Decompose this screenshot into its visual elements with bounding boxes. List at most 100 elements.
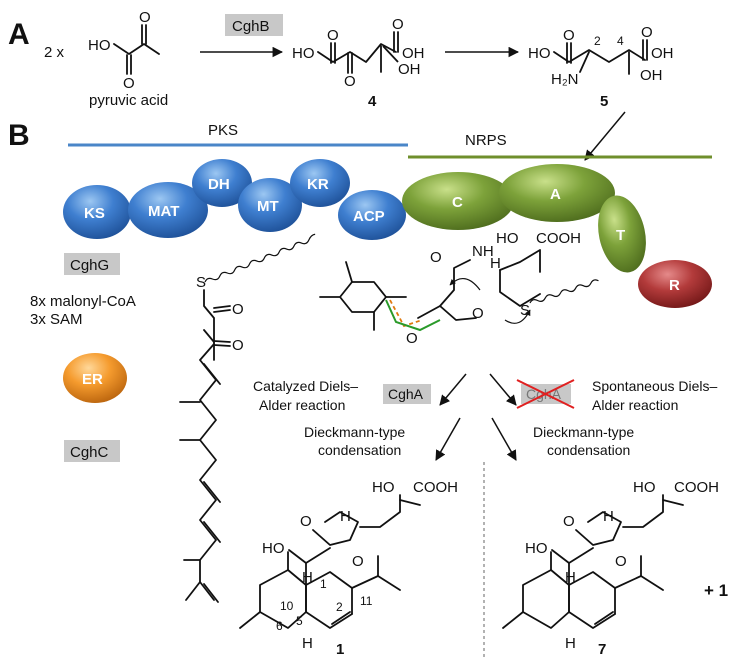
svg-text:H: H [302,569,313,586]
domain-acp: ACP [338,190,406,240]
domain-t: T [598,195,646,273]
dieckmann-left-line2: condensation [318,442,401,458]
svg-text:H: H [565,569,576,586]
svg-text:HO: HO [528,45,551,62]
nrps-label: NRPS [465,132,507,149]
svg-text:H₂N: H₂N [551,71,579,88]
cghg-label: CghG [70,257,109,274]
svg-text:COOH: COOH [413,479,458,496]
svg-text:O: O [615,553,627,570]
svg-text:HO: HO [633,479,656,496]
svg-text:HO: HO [88,37,111,54]
svg-text:HO: HO [262,540,285,557]
svg-text:O: O [430,249,442,266]
panel-a-label: A [8,18,30,51]
dieckmann-right-line1: Dieckmann-type [533,424,634,440]
compound-1-structure: HO COOH H O O HO H H 1 2 5 6 10 11 [239,479,458,652]
svg-text:2: 2 [594,34,601,48]
svg-text:O: O [392,16,404,33]
svg-text:H: H [302,635,313,652]
svg-text:MAT: MAT [148,203,179,220]
svg-text:O: O [563,27,575,44]
svg-text:O: O [232,337,244,354]
svg-text:O: O [123,75,135,92]
arrow-dieckmann-right [491,417,517,461]
svg-text:KR: KR [307,176,329,193]
svg-text:6: 6 [276,619,283,633]
domain-mat: MAT [128,182,208,238]
svg-text:H: H [340,508,351,525]
t-tether [529,279,599,304]
svg-text:11: 11 [360,594,373,608]
arrow-5-to-a [584,111,626,161]
domain-kr: KR [290,159,350,207]
svg-text:4: 4 [617,34,624,48]
substrate-sam: 3x SAM [30,311,83,328]
compound-5-label: 5 [600,93,608,110]
svg-text:1: 1 [320,577,327,591]
svg-text:T: T [616,227,625,244]
domain-c: C [402,172,514,230]
spontaneous-line1: Spontaneous Diels– [592,378,718,394]
dieckmann-left-line1: Dieckmann-type [304,424,405,440]
pyruvic-acid-structure: HO O O [88,9,160,92]
compound-4-label: 4 [368,93,377,110]
svg-text:O: O [300,513,312,530]
svg-text:5: 5 [296,614,303,628]
svg-text:O: O [352,553,364,570]
domain-er: ER [63,353,127,403]
svg-text:O: O [563,513,575,530]
svg-text:O: O [139,9,151,26]
svg-text:HO: HO [525,540,548,557]
svg-text:H: H [603,508,614,525]
svg-text:MT: MT [257,198,279,215]
catalyzed-line2: Alder reaction [259,397,345,413]
cgha-label: CghA [388,386,424,402]
svg-text:ER: ER [82,371,103,388]
svg-text:NH: NH [472,243,494,260]
svg-text:O: O [344,73,356,90]
multiplier: 2 x [44,44,65,61]
pyruvic-acid-label: pyruvic acid [89,92,168,109]
substrate-malonyl: 8x malonyl-CoA [30,293,136,310]
svg-text:HO: HO [372,479,395,496]
compound-7-structure: HO COOH H O O HO H H [502,479,719,652]
compound-4-structure: HO O O O OH OH [292,16,425,90]
svg-text:H: H [565,635,576,652]
svg-text:OH: OH [651,45,674,62]
svg-text:S: S [196,274,206,291]
plus-one-label: + 1 [704,581,728,600]
panel-b-label: B [8,119,30,152]
acp-tether [204,233,316,283]
svg-text:C: C [452,194,463,211]
svg-text:COOH: COOH [536,230,581,247]
cgha-box [383,384,431,404]
cross-line-2 [516,379,575,409]
svg-text:R: R [669,277,680,294]
svg-text:H: H [490,255,501,272]
svg-text:2: 2 [336,600,343,614]
cghc-label: CghC [70,444,109,461]
svg-text:10: 10 [280,599,294,613]
compound-7-label: 7 [598,641,606,658]
svg-text:O: O [406,330,418,347]
svg-text:O: O [232,301,244,318]
pks-label: PKS [208,122,238,139]
svg-text:OH: OH [398,61,421,78]
svg-text:ACP: ACP [353,208,385,225]
svg-text:KS: KS [84,205,105,222]
cghg-box [64,253,120,275]
svg-text:O: O [472,305,484,322]
svg-text:HO: HO [292,45,315,62]
intermediate-structure: O O NH H O S HO COOH [319,230,581,347]
polyketide-chain: S O O [179,274,244,603]
arrow-dieckmann-left [435,417,461,461]
spontaneous-line2: Alder reaction [592,397,678,413]
svg-text:DH: DH [208,176,230,193]
arrow-catalyzed [439,373,467,406]
cghb-box [225,14,283,36]
svg-text:S: S [520,302,530,319]
domain-dh: DH [192,159,252,207]
